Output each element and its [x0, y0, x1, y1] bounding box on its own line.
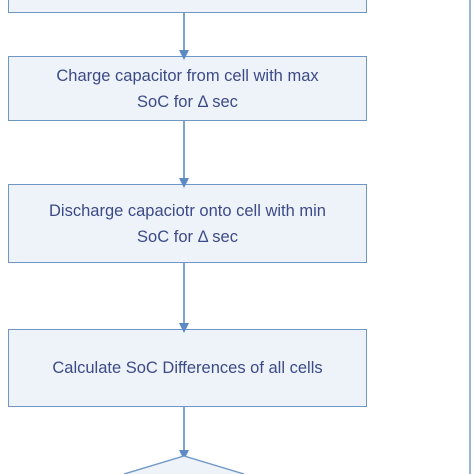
- decision-diamond-partial: [123, 455, 245, 474]
- step-text-line: Calculate SoC Differences of all cells: [52, 359, 323, 377]
- step-text-line: SoC for Δ sec: [137, 227, 238, 246]
- process-box-top-partial: [8, 0, 367, 13]
- step-text-line: Discharge capaciotr onto cell with min: [49, 201, 326, 220]
- process-box-charge-capacitor: Charge capacitor from cell with max SoC …: [8, 56, 367, 121]
- step-text-line: Charge capacitor from cell with max: [56, 66, 319, 85]
- process-box-calculate-soc-differences: Calculate SoC Differences of all cells: [8, 329, 367, 407]
- step-text-line: SoC for Δ sec: [137, 92, 238, 111]
